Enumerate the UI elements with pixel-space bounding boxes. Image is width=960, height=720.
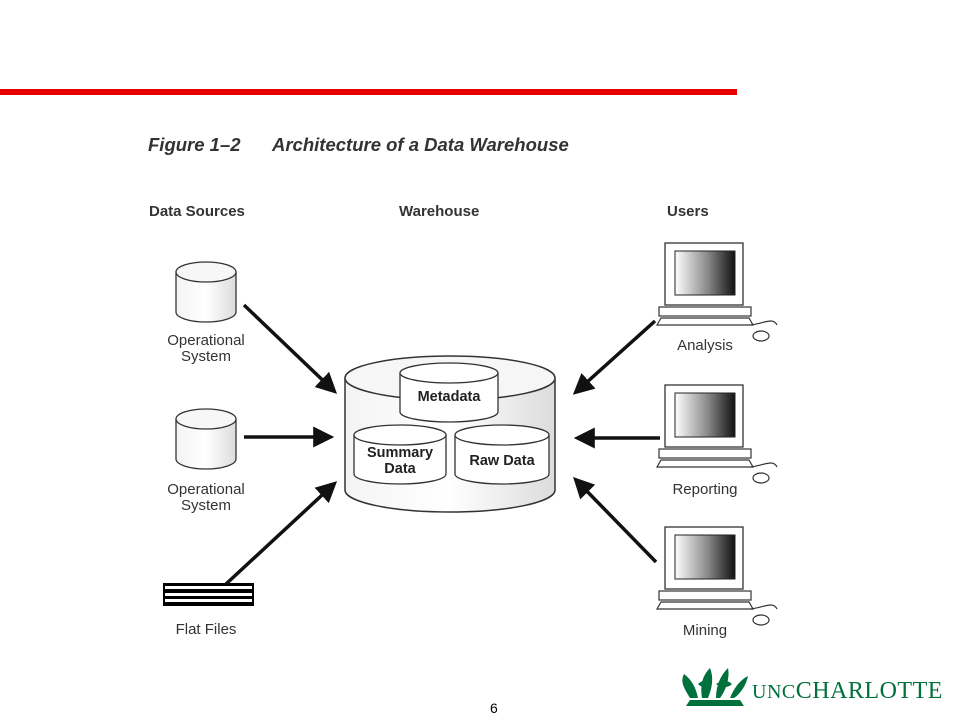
arrow-flatfiles-to-warehouse [224,481,338,586]
unc-charlotte-wordmark: UNCCHARLOTTE [752,678,943,705]
arrow-analysis-to-warehouse [572,319,657,395]
analysis-label: Analysis [677,337,733,354]
figure-number: Figure 1–2 [148,134,241,155]
reporting-computer-icon [655,384,778,484]
source-2-label-line2: System [180,497,231,514]
raw-data-cylinder-icon [454,424,550,485]
title-underline [0,89,737,95]
flat-files-icon [163,583,254,606]
figure-caption: Figure 1–2 Architecture of a Data Warehou… [148,134,569,156]
mining-label: Mining [682,622,728,639]
flat-files-label: Flat Files [175,621,237,638]
summary-data-label-line2: Data [384,461,416,477]
source-2-label: Operational System [152,482,260,514]
figure-title: Architecture of a Data Warehouse [272,134,569,155]
source-database-1-icon [175,261,237,323]
metadata-cylinder-icon [399,362,499,423]
reporting-label: Reporting [672,481,738,498]
source-database-2-icon [175,408,237,470]
logo-prefix: UNC [752,681,796,703]
logo-name: CHARLOTTE [795,678,943,704]
column-heading-data-sources: Data Sources [149,203,245,220]
summary-data-label: Summary Data [354,445,446,477]
summary-data-cylinder-icon [353,424,447,485]
arrow-mining-to-warehouse [573,476,658,564]
column-heading-users: Users [667,203,709,220]
raw-data-label: Raw Data [469,453,535,469]
summary-data-label-line1: Summary [366,445,434,461]
metadata-label: Metadata [417,389,481,405]
source-2-label-line1: Operational [167,481,245,498]
analysis-computer-icon [655,242,778,342]
page-number: 6 [490,700,498,716]
source-1-label-line2: System [180,348,231,365]
source-1-label: Operational System [152,333,260,365]
arrow-source1-to-warehouse [242,303,338,394]
mining-computer-icon [655,526,778,626]
unc-charlotte-logo-icon [682,668,748,706]
column-heading-warehouse: Warehouse [399,203,480,220]
source-1-label-line1: Operational [167,332,245,349]
